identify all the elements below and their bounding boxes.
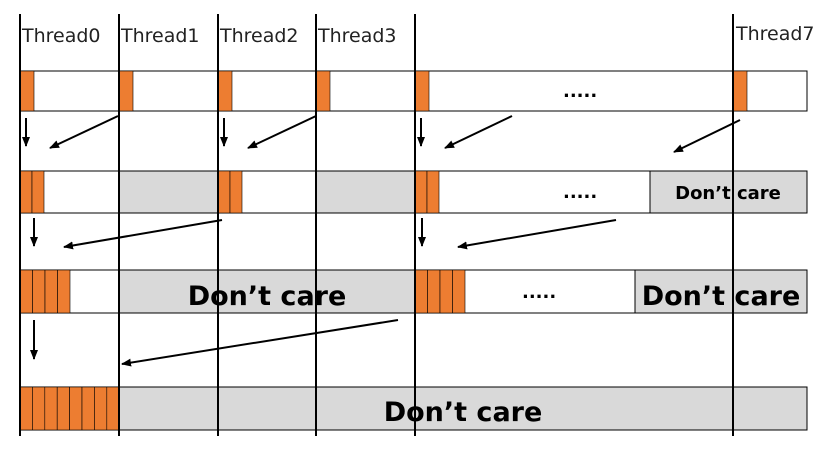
arrow-diagonal xyxy=(673,119,741,153)
row-3-ellipsis: ..... xyxy=(522,282,556,303)
row-1-active-cell xyxy=(315,70,331,112)
thread-label-7: Thread7 xyxy=(735,23,815,45)
row-stage-3: ..... Don’t care Don’t care xyxy=(19,269,808,314)
arrow-diagonal xyxy=(247,115,317,149)
row-stage-2: ..... Don’t care xyxy=(19,170,808,214)
row-1-bar xyxy=(19,70,808,112)
arrow-diagonal xyxy=(444,115,513,149)
row-1-active-cell xyxy=(414,70,430,112)
row-4-active-segment xyxy=(19,386,120,431)
thread-label-3: Thread3 xyxy=(317,25,397,47)
row-3-dont-care-label: Don’t care xyxy=(188,281,347,312)
row-3-active-segment xyxy=(414,269,466,314)
arrow-diagonal xyxy=(63,219,223,250)
arrow-diagonal xyxy=(457,219,617,250)
arrow-diagonal xyxy=(49,115,119,149)
row-stage-1: ..... xyxy=(19,70,808,112)
row-4-bar xyxy=(19,386,808,431)
row-2-idle-block xyxy=(315,170,416,214)
thread-boundaries xyxy=(19,14,734,436)
row-1-active-cell xyxy=(19,70,35,112)
row-3-dont-care-label: Don’t care xyxy=(642,281,801,312)
row-2-idle-block xyxy=(649,170,808,214)
row-2-active-segment xyxy=(217,170,243,214)
reduction-arrows xyxy=(22,115,741,367)
thread-label-2: Thread2 xyxy=(219,25,299,47)
row-2-idle-block xyxy=(118,170,219,214)
row-1-active-cell xyxy=(118,70,134,112)
row-3-active-segment xyxy=(19,269,71,314)
row-2-ellipsis: ..... xyxy=(563,182,597,203)
row-3-idle-block xyxy=(118,269,416,314)
row-1-ellipsis: ..... xyxy=(563,81,597,102)
row-stage-4: Don’t care xyxy=(19,386,808,431)
row-4-dont-care-label: Don’t care xyxy=(384,397,543,428)
thread-label-0: Thread0 xyxy=(21,25,101,47)
row-1-active-cell xyxy=(732,70,748,112)
row-2-active-segment xyxy=(19,170,45,214)
row-2-active-segment xyxy=(414,170,440,214)
thread-label-1: Thread1 xyxy=(120,25,200,47)
row-2-dont-care-label: Don’t care xyxy=(675,183,781,204)
arrow-diagonal xyxy=(121,319,399,367)
row-1-active-cell xyxy=(217,70,233,112)
row-3-idle-block xyxy=(634,269,808,314)
